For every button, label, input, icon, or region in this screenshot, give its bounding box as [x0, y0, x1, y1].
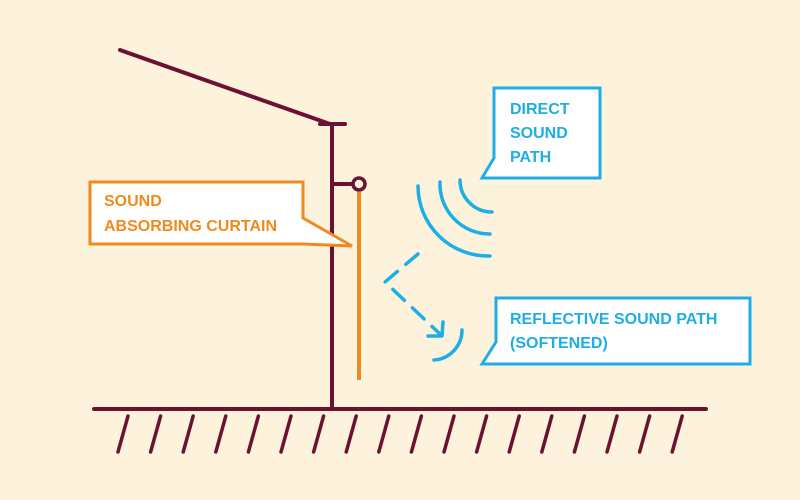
reflective-sound-path: [382, 252, 464, 362]
ground-hatch-mark: [540, 414, 554, 454]
curtain-label-line1: SOUND: [104, 193, 162, 210]
ground-hatch-mark: [181, 414, 195, 454]
direct-callout-box: [479, 86, 602, 180]
ground-hatch-mark: [148, 414, 163, 454]
ground-hatch-mark: [442, 414, 456, 454]
ground-hatch-mark: [279, 414, 293, 454]
direct-callout: DIRECT SOUND PATH: [479, 86, 602, 180]
curtain-callout-box: [88, 180, 353, 248]
ground-hatch-mark: [246, 414, 261, 454]
reflective-arrowhead: [426, 320, 445, 338]
reflective-wave: [432, 328, 464, 362]
direct-label-line1: DIRECT: [510, 101, 570, 118]
ground-hatching: [116, 414, 684, 454]
ground-hatch-mark: [507, 414, 521, 454]
ground-hatch-mark: [377, 414, 391, 454]
direct-wave-medium: [438, 180, 492, 236]
curtain-rod-ring: [351, 176, 367, 192]
direct-label-line2: SOUND: [510, 125, 568, 142]
direct-wave-large: [416, 184, 492, 258]
curtain-callout: SOUND ABSORBING CURTAIN: [88, 180, 353, 248]
curtain-label-line2: ABSORBING CURTAIN: [104, 218, 277, 235]
direct-sound-waves: [416, 178, 494, 258]
reflective-label-line2: (SOFTENED): [510, 335, 608, 352]
reflective-path-dashed: [382, 252, 442, 336]
direct-label-line3: PATH: [510, 149, 551, 166]
ground-hatch-mark: [572, 414, 587, 454]
reflective-label-line1: REFLECTIVE SOUND PATH: [510, 311, 717, 328]
ground-hatch-mark: [637, 414, 652, 454]
ground-hatch-mark: [116, 414, 130, 454]
reflective-callout-box: [479, 296, 752, 366]
direct-wave-small: [458, 178, 494, 214]
ground-hatch-mark: [474, 414, 489, 454]
ground-hatch-mark: [311, 414, 326, 454]
ground-hatch-mark: [214, 414, 228, 454]
ground-hatch-mark: [670, 414, 684, 454]
ground-hatch-mark: [344, 414, 358, 454]
ground-hatch-mark: [409, 414, 424, 454]
roof-line: [118, 48, 332, 126]
ground-hatch-mark: [605, 414, 619, 454]
reflective-callout: REFLECTIVE SOUND PATH (SOFTENED): [479, 296, 752, 366]
